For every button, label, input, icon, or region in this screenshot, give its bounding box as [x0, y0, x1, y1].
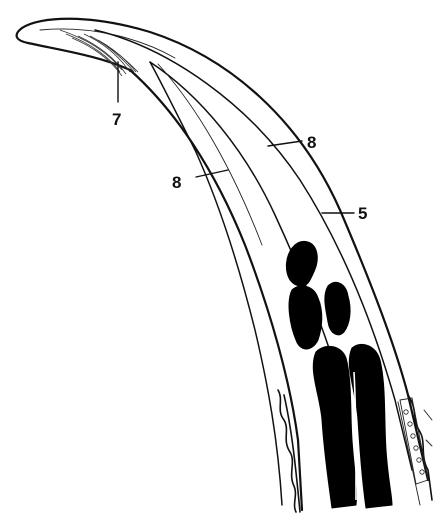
label-8-left: 8	[172, 173, 181, 192]
pad-side-stroke	[424, 410, 432, 420]
pad-dot	[420, 470, 424, 474]
leader-lines	[118, 62, 354, 213]
pad-dot	[404, 410, 408, 414]
skin-fold-left-inner	[284, 395, 300, 512]
label-8-upper: 8	[307, 133, 316, 152]
pad-dot	[411, 434, 415, 438]
callout-labels: 7 8 8 5	[112, 110, 367, 223]
skin-fold-right-inner	[398, 402, 420, 505]
label-5: 5	[358, 204, 367, 223]
hatch-line	[72, 38, 122, 76]
label-7: 7	[112, 110, 121, 129]
pad-dot	[414, 446, 418, 450]
phalanx-bones	[286, 241, 392, 508]
bone-distal-upper	[286, 241, 317, 286]
horn-layer-inner-upper	[150, 62, 345, 400]
pad-side-stroke	[426, 440, 432, 446]
bone-left-middle	[289, 286, 322, 349]
hatch-line	[90, 36, 134, 72]
pad-dot	[417, 458, 421, 462]
horn-layer-inner-lower	[150, 62, 282, 505]
horn-layer-midline	[158, 64, 262, 245]
pad-dot	[408, 422, 412, 426]
bone-right-middle	[325, 282, 350, 334]
